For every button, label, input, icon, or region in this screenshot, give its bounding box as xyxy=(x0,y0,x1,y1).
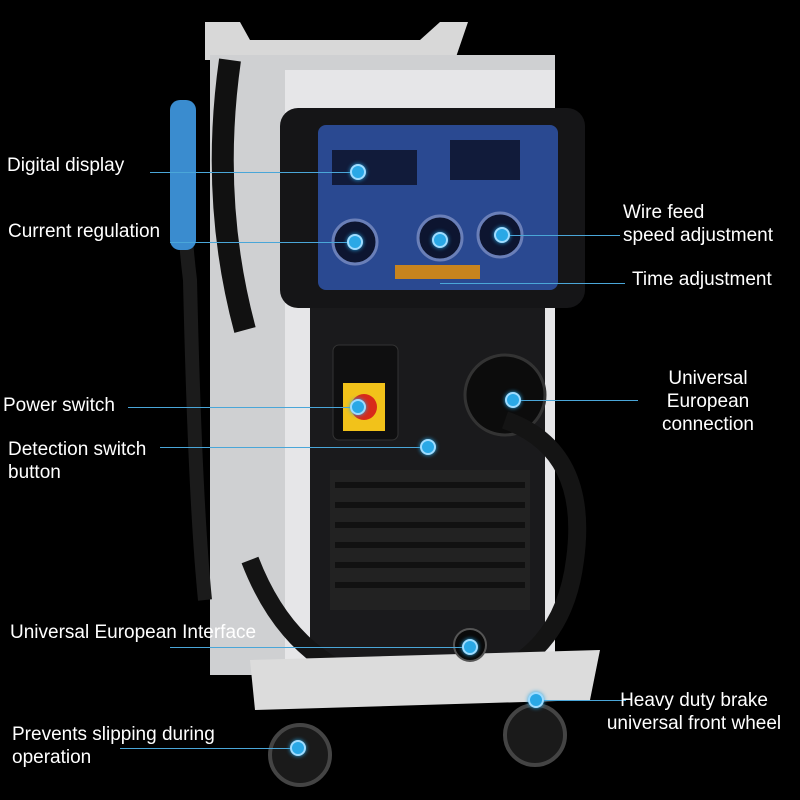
label-wire-feed: Wire feed speed adjustment xyxy=(623,201,773,247)
label-line: Universal xyxy=(668,368,748,389)
control-panel xyxy=(280,108,585,308)
label-digital-display: Digital display xyxy=(7,155,125,176)
leader-line xyxy=(536,700,626,701)
leader-line xyxy=(170,647,470,648)
label-line: universal front wheel xyxy=(606,713,782,734)
marker-anti-slip xyxy=(290,740,306,756)
marker-euro-connection xyxy=(505,392,521,408)
label-anti-slip: Prevents slipping during operation xyxy=(12,723,215,769)
marker-time-adjustment xyxy=(432,232,448,248)
label-line: Heavy duty brake xyxy=(620,690,768,711)
leader-line xyxy=(513,400,638,401)
label-line: connection xyxy=(662,414,754,435)
power-switch-housing xyxy=(332,344,399,441)
label-time-adjustment: Time adjustment xyxy=(632,269,772,290)
label-euro-connection: Universal European connection xyxy=(648,367,768,436)
leader-line xyxy=(128,407,358,408)
label-detection-switch: Detection switch button xyxy=(8,438,146,484)
label-line: speed adjustment xyxy=(623,225,773,246)
label-line: Prevents slipping during xyxy=(12,724,215,745)
label-power-switch: Power switch xyxy=(3,395,115,416)
leader-line xyxy=(120,748,298,749)
marker-euro-interface xyxy=(462,639,478,655)
label-front-wheel: Heavy duty brake universal front wheel xyxy=(592,689,796,735)
marker-digital-display xyxy=(350,164,366,180)
leader-line xyxy=(160,447,428,448)
top-handle xyxy=(205,22,468,60)
label-line: Wire feed xyxy=(623,202,705,223)
leader-line xyxy=(502,235,620,236)
leader-line xyxy=(150,172,358,173)
label-line: button xyxy=(8,462,61,483)
label-current-regulation: Current regulation xyxy=(8,221,161,242)
euro-connector xyxy=(463,353,547,437)
label-euro-interface: Universal European Interface xyxy=(10,622,257,643)
marker-current-regulation xyxy=(347,234,363,250)
marker-detection-switch xyxy=(420,439,436,455)
label-line: operation xyxy=(12,747,92,768)
label-line: Detection switch xyxy=(8,439,147,460)
leader-line xyxy=(440,283,625,284)
label-line: European xyxy=(666,391,750,412)
vent-grille xyxy=(330,470,530,610)
marker-wire-feed xyxy=(494,227,510,243)
marker-power-switch xyxy=(350,399,366,415)
marker-front-wheel xyxy=(528,692,544,708)
leader-line xyxy=(170,242,355,243)
